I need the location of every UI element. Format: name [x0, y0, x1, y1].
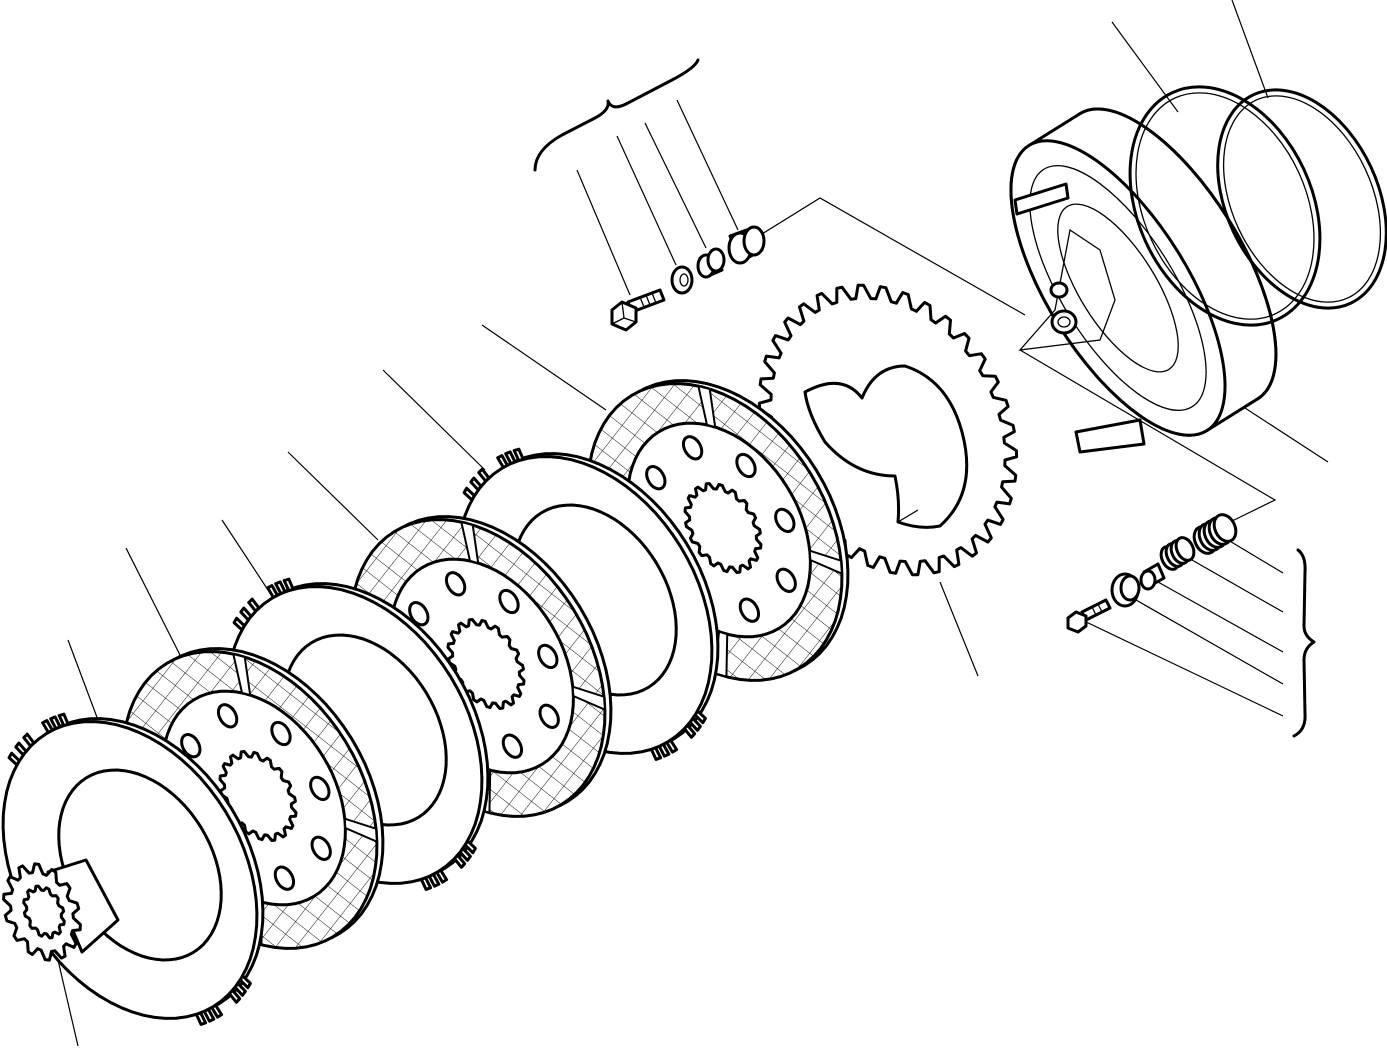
washer-top — [670, 265, 694, 295]
shaft-bore — [22, 884, 66, 940]
piston-hole-2 — [1050, 309, 1078, 335]
top-group-brace — [533, 58, 700, 172]
leader-line-spring-2 — [1191, 559, 1284, 613]
leader-line-plate-3 — [382, 369, 486, 471]
piston-housing — [1009, 107, 1278, 454]
piston-tab-top — [1013, 182, 1070, 216]
leader-line-seal-ring-2 — [1231, 0, 1269, 99]
leader-line-seal-ring-1 — [1111, 21, 1179, 113]
leader-line-disc-1 — [125, 547, 181, 656]
leader-line-disc-3 — [481, 324, 607, 411]
leader-line-plate-2 — [221, 519, 269, 591]
seal-ring-1 — [1128, 85, 1322, 327]
pin-bottom — [1139, 562, 1166, 591]
bolt-top — [610, 288, 666, 332]
leader-line-bottom-group-to-piston — [1019, 349, 1277, 523]
gear-ring-inner-edge — [804, 384, 919, 523]
leader-line-sleeve-top-1 — [644, 122, 707, 249]
leader-lines — [57, 0, 1329, 1047]
splined-shaft — [2, 858, 120, 962]
piston-slot — [1018, 228, 1116, 351]
leader-line-washer-top — [616, 135, 677, 266]
piston-hole-2-inner — [1057, 316, 1071, 328]
sleeve-top-small — [696, 247, 726, 279]
seal-ring-2 — [1216, 88, 1387, 310]
bottom-fastener-group — [1066, 513, 1238, 634]
leader-line-sleeve-top-2 — [676, 99, 739, 231]
spring-small — [1159, 536, 1196, 571]
leader-line-bolt-bottom — [1081, 619, 1284, 717]
leader-line-bolt-top — [576, 169, 631, 296]
seal-ring-2-inner — [1222, 95, 1382, 303]
leader-line-shaft — [57, 959, 79, 1047]
gear-ring-inner-opening — [803, 364, 969, 529]
spring-large — [1192, 513, 1238, 555]
bolt-bottom — [1066, 598, 1112, 634]
top-fastener-group — [610, 225, 766, 332]
piston-tab-bottom — [1074, 418, 1146, 454]
leader-line-gear-ring — [939, 581, 979, 677]
leader-line-top-group-to-piston — [761, 197, 1026, 316]
piston-hole-1 — [1049, 281, 1069, 299]
leader-line-disc-2 — [287, 451, 379, 541]
washer-bottom — [1110, 572, 1141, 608]
clutch-pack — [1, 379, 850, 1026]
gear-ring — [757, 283, 1019, 577]
leader-line-plate-1 — [67, 639, 99, 721]
leader-line-washer-bottom — [1135, 599, 1284, 685]
seal-ring-1-inner — [1135, 92, 1315, 320]
leader-line-pin — [1157, 581, 1284, 653]
sleeve-top-large — [727, 225, 766, 265]
leader-line-spring-1 — [1227, 539, 1284, 574]
friction-disc-2 — [349, 515, 613, 818]
bottom-group-brace — [1292, 548, 1316, 738]
